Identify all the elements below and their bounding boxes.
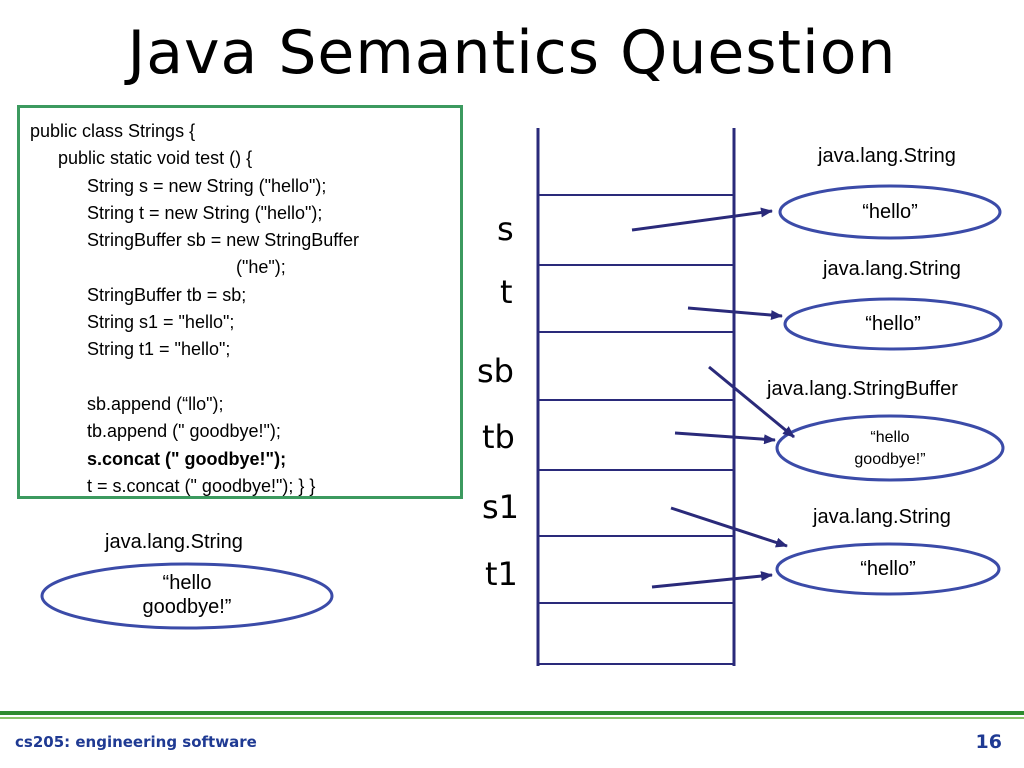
var-label-tb: tb xyxy=(482,418,515,456)
object-oval-s xyxy=(778,184,1002,240)
stack-frame xyxy=(536,128,736,666)
object-value: “hello goodbye!” xyxy=(854,429,926,468)
code-line: public class Strings { xyxy=(30,121,196,141)
code-box: public class Strings { public static voi… xyxy=(17,105,463,499)
slide-title: Java Semantics Question xyxy=(127,18,897,88)
code-line: String s = new String ("hello"); xyxy=(87,175,327,196)
code-line: StringBuffer tb = sb; xyxy=(87,284,247,305)
object-value: “hello” xyxy=(862,201,918,223)
footer-divider-thin xyxy=(0,717,1024,719)
object-value: “hello” xyxy=(865,313,921,335)
var-label-s: s xyxy=(497,210,514,248)
code-line: tb.append (" goodbye!"); xyxy=(87,421,281,442)
object-value: “hello goodbye!” xyxy=(142,572,232,618)
arrow-s xyxy=(631,207,773,232)
code-line: String t = new String ("hello"); xyxy=(87,202,323,223)
var-label-s1: s1 xyxy=(482,488,520,526)
footer-divider xyxy=(0,711,1024,715)
stack-dividers xyxy=(538,194,734,665)
object-oval-concat xyxy=(40,562,334,630)
object-oval-s1 xyxy=(775,542,1001,596)
arrow-t xyxy=(687,306,783,321)
code-line: String t1 = "hello"; xyxy=(87,339,231,360)
code-line: StringBuffer sb = new StringBuffer xyxy=(87,230,359,251)
code-line: ("he"); xyxy=(236,257,286,278)
var-label-t: t xyxy=(500,273,513,311)
var-label-sb: sb xyxy=(477,352,514,390)
var-label-t1: t1 xyxy=(485,555,518,593)
footer-course: cs205: engineering software xyxy=(15,733,257,751)
object-type-label: java.lang.String xyxy=(105,531,243,553)
code-line: sb.append (“llo"); xyxy=(87,393,224,414)
code-line: t = s.concat (" goodbye!"); } } xyxy=(87,475,316,496)
arrow-t1 xyxy=(651,571,773,589)
object-oval-sb xyxy=(775,414,1005,482)
object-oval-t xyxy=(783,297,1003,351)
object-value: “hello” xyxy=(860,558,916,580)
object-type-label: java.lang.String xyxy=(813,506,951,528)
arrow-tb xyxy=(674,431,776,445)
code-line-highlighted: s.concat (" goodbye!"); xyxy=(87,448,287,469)
arrow-s1 xyxy=(670,506,788,548)
arrow-sb xyxy=(708,365,795,439)
code-line: public static void test () { xyxy=(58,148,253,169)
object-type-label: java.lang.String xyxy=(818,145,956,167)
code-line: String s1 = "hello"; xyxy=(87,312,235,333)
page-number: 16 xyxy=(975,731,1002,753)
object-type-label: java.lang.String xyxy=(823,258,961,280)
object-type-label: java.lang.StringBuffer xyxy=(767,378,958,400)
